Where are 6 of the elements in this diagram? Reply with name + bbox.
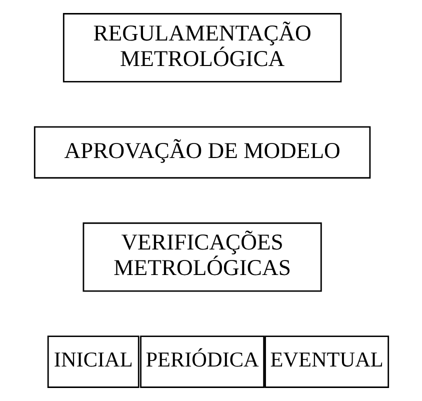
node-box: VERIFICAÇÕES METROLÓGICAS bbox=[82, 222, 322, 292]
node-box: APROVAÇÃO DE MODELO bbox=[33, 126, 370, 179]
node-box: INICIAL bbox=[46, 336, 139, 388]
node-box: EVENTUAL bbox=[264, 336, 389, 388]
node-box: PERIÓDICA bbox=[140, 336, 264, 388]
node-box: REGULAMENTAÇÃO METROLÓGICA bbox=[62, 13, 342, 82]
